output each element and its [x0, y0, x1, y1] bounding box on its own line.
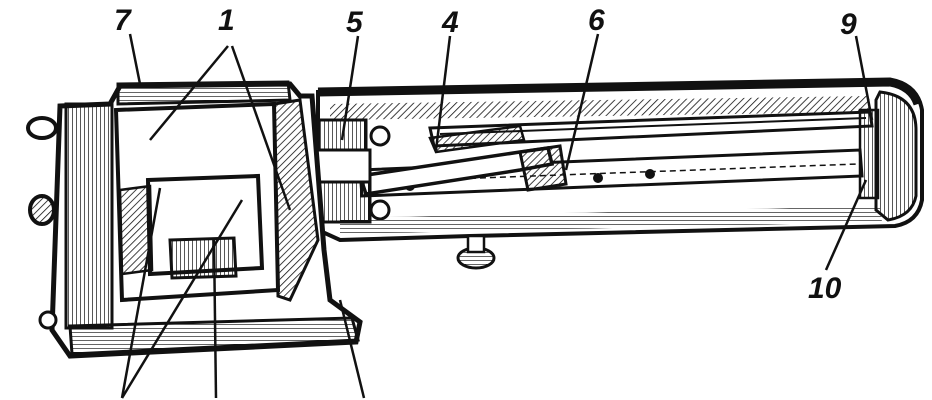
callout-5: 5: [346, 6, 364, 39]
lower-screw-head: [456, 234, 496, 270]
callout-6: 6: [588, 4, 605, 37]
catch-part-6: [518, 144, 568, 192]
callout-9: 9: [840, 8, 857, 41]
callout-10: 10: [808, 272, 842, 305]
left-body-block: [26, 80, 363, 359]
leader-lines: [120, 33, 874, 399]
callout-4: 4: [441, 6, 459, 39]
callout-1: 1: [218, 4, 235, 37]
callout-labels: 7 1 5 4 6 9 10: [114, 4, 857, 305]
callout-7: 7: [114, 4, 132, 37]
